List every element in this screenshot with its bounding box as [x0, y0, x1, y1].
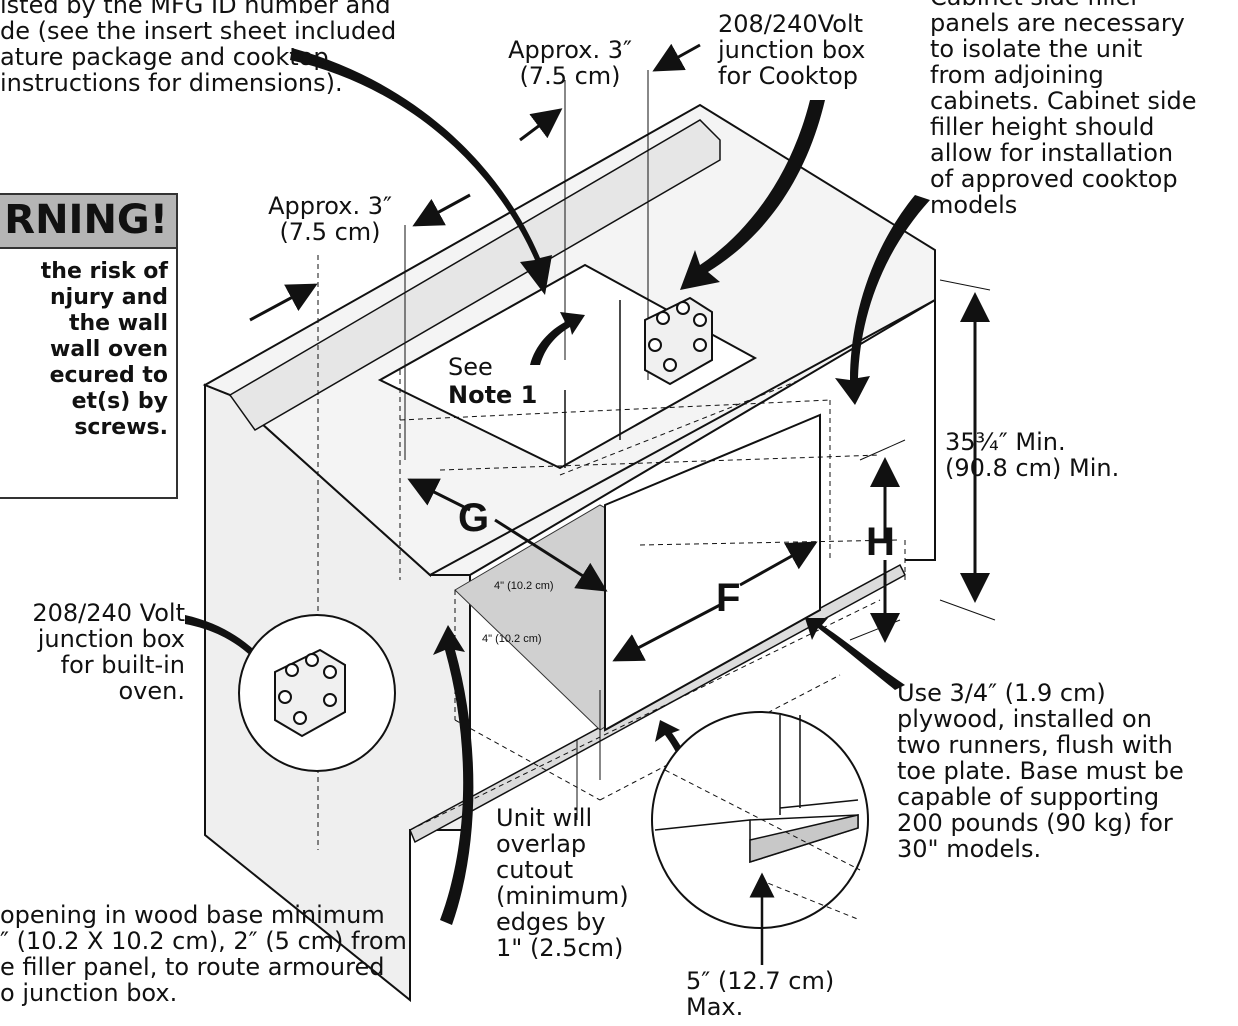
opening-label: opening in wood base minimum ″ (10.2 X 1… — [0, 901, 407, 1007]
callout-arrow-plywood — [805, 618, 905, 690]
cooktop-junction-box — [644, 296, 713, 386]
callout-arrow-side-filler — [835, 195, 930, 405]
callout-arrow-cooktop-box — [680, 100, 825, 290]
side-filler-label: Cabinet side filler panels are necessary… — [930, 0, 1197, 219]
intro-text: isted by the MFG ID number and de (see t… — [0, 0, 397, 97]
callout-arrow-note — [530, 312, 585, 365]
note-1-label: Note 1 — [448, 381, 538, 409]
callout-arrow-opening — [433, 625, 474, 925]
backsplash — [228, 119, 721, 431]
plywood-label: Use 3/4″ (1.9 cm) plywood, installed on … — [897, 679, 1184, 863]
dimension-g-label: G — [458, 496, 490, 540]
warning-header: RNING! — [0, 193, 178, 249]
approx-top-label: Approx. 3″ (7.5 cm) — [508, 36, 632, 90]
dim-4in-bottom: 4" (10.2 cm) — [482, 633, 542, 645]
toe-detail-circle — [651, 711, 869, 965]
approx-left-label: Approx. 3″ (7.5 cm) — [268, 192, 392, 246]
see-label: See — [448, 353, 493, 381]
warning-body: the risk of njury and the wall wall oven… — [0, 249, 178, 499]
cooktop-junction-label: 208/240Volt junction box for Cooktop — [718, 10, 866, 90]
dimension-f-label: F — [716, 576, 741, 620]
dim-4in-top: 4" (10.2 cm) — [494, 580, 554, 592]
oven-junction-box — [274, 648, 346, 738]
height-min-label: 35¾″ Min. (90.8 cm) Min. — [945, 428, 1120, 482]
oven-junction-label: 208/240 Volt junction box for built-in o… — [32, 599, 185, 705]
overlap-label: Unit will overlap cutout (minimum) edges… — [496, 804, 629, 962]
max-dim-label: 5″ (12.7 cm) Max. — [686, 967, 835, 1021]
dimension-h-label: H — [866, 520, 895, 564]
